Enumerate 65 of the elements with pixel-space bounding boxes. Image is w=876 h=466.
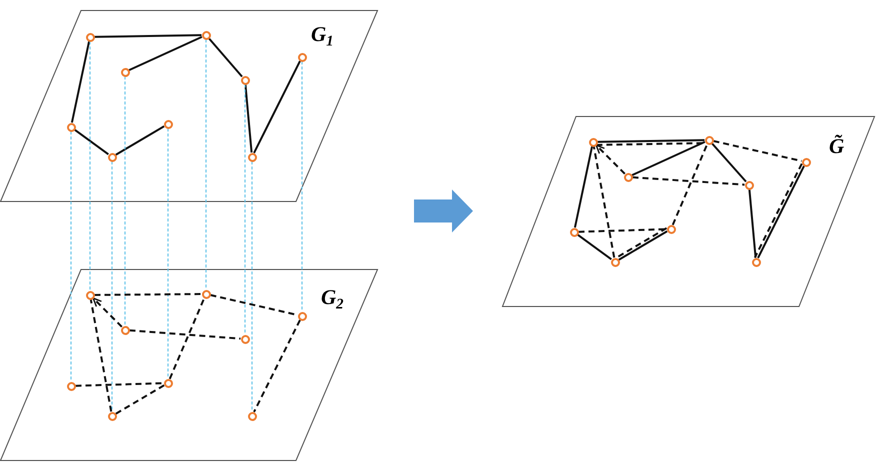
graph-label: G̃ [829, 136, 844, 157]
edge-line [128, 36, 202, 72]
vertex-circle [240, 334, 250, 344]
graph-label: G$_{2}$ [321, 287, 344, 308]
vertex-circle [624, 172, 632, 182]
vertex-circle [164, 378, 172, 388]
edge-line [577, 234, 612, 260]
edge-line [208, 38, 243, 78]
edge-line [632, 140, 706, 176]
edge-line [748, 189, 757, 258]
dashed-edge [115, 384, 165, 415]
vertex-circle [66, 122, 76, 132]
vertex-circle [240, 76, 250, 84]
dashed-arrow [595, 144, 626, 175]
graph-plane [0, 269, 378, 461]
vertex-circle [610, 258, 620, 266]
edge-line [74, 128, 109, 156]
vertex-circle [108, 152, 116, 162]
vertex-circle [86, 290, 94, 300]
vertex-circle [120, 68, 130, 76]
vertex-circle [202, 290, 210, 298]
graph-plane [502, 116, 875, 307]
vertex-circle [108, 412, 116, 420]
vertex-circle [744, 180, 754, 190]
edge-line [244, 84, 253, 153]
block-arrow [414, 190, 473, 232]
edge-line [253, 60, 301, 154]
vertex-circle [66, 382, 76, 390]
edge-line [70, 41, 90, 123]
dashed-arrow [92, 297, 123, 328]
dashed-edge [578, 228, 667, 233]
vertex-circle [704, 136, 714, 144]
dashed-edge [253, 320, 301, 412]
vertex-circle [666, 224, 676, 234]
vertex-circle [202, 30, 210, 40]
dashed-edge [75, 382, 164, 387]
vertex-circle [120, 326, 130, 334]
graph-plane [0, 10, 378, 202]
vertex-circle [588, 138, 598, 146]
edge-line [94, 34, 202, 38]
dashed-edge [672, 144, 708, 226]
dashed-edge [713, 140, 802, 162]
dashed-edge [94, 293, 202, 296]
vertex-circle [298, 52, 306, 62]
vertex-circle [570, 228, 578, 236]
dashed-edge [168, 298, 206, 380]
edge-line [711, 142, 747, 182]
vertex-circle [164, 120, 172, 128]
vertex-circle [86, 32, 94, 42]
dashed-edge [90, 299, 112, 412]
vertex-circle [248, 412, 256, 420]
dashed-edge [129, 329, 241, 340]
dotted-line [70, 131, 72, 382]
vertex-circle [802, 158, 810, 166]
vertex-circle [752, 258, 760, 266]
edge-line [597, 139, 705, 143]
dotted-line [124, 76, 126, 326]
edge-line [574, 146, 594, 228]
vertex-circle [298, 312, 306, 320]
vertex-circle [248, 152, 256, 162]
dashed-edge [592, 146, 616, 258]
dashed-edge [632, 176, 745, 186]
dotted-line [244, 84, 246, 335]
edge-line [115, 125, 165, 156]
graph-label: G$_{1}$ [311, 24, 334, 45]
